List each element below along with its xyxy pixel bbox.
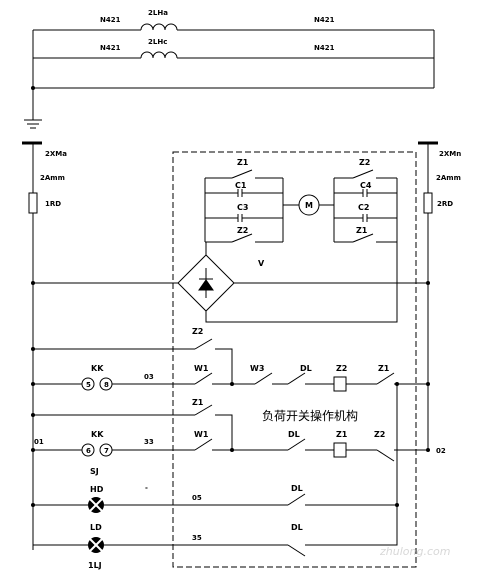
kk-2-left-terminal: [81, 443, 95, 457]
label-lh-c: 2LHc: [148, 38, 167, 46]
label-motor: M: [305, 201, 313, 210]
label-kk-2-left: 6: [86, 447, 91, 455]
label-bus-left: 2XMa: [45, 150, 67, 158]
label-w1-row1: W1: [194, 364, 209, 373]
label-fuse-right: 2RD: [437, 200, 453, 208]
mechanism-label: 负荷开关操作机构: [262, 408, 358, 423]
label-wire-03: 03: [144, 373, 154, 381]
label-kk-1: KK: [91, 364, 104, 373]
label-n421-mid-right: N421: [314, 44, 335, 52]
ct-coil-c: [140, 51, 178, 59]
label-wire-05: 05: [192, 494, 202, 502]
label-fuse-rating-left: 2Amm: [40, 174, 65, 182]
label-z1-row2: Z1: [192, 398, 204, 407]
label-n421-top-left: N421: [100, 16, 121, 24]
label-z1-top: Z1: [237, 158, 249, 167]
watermark: zhulong.com: [379, 545, 450, 558]
label-wire-01: 01: [34, 438, 44, 446]
label-1lj: 1LJ: [88, 561, 102, 570]
label-kk-2: KK: [91, 430, 104, 439]
mechanism-box: [172, 151, 417, 568]
z1-coil: [333, 442, 347, 458]
label-dl-ld: DL: [291, 523, 303, 532]
label-dl-row2: DL: [288, 430, 300, 439]
label-z2-coil: Z2: [336, 364, 347, 373]
label-z1-coil: Z1: [336, 430, 348, 439]
z2-coil: [333, 376, 347, 392]
label-c3: C3: [237, 203, 248, 212]
fuse-right: [423, 192, 433, 214]
label-dash-mark: -: [145, 484, 148, 492]
label-kk-2-right: 7: [104, 447, 109, 455]
label-z2-row2-end: Z2: [374, 430, 385, 439]
ground-symbol: [24, 119, 42, 129]
label-z2-row1: Z2: [192, 327, 203, 336]
label-sj: SJ: [90, 467, 99, 476]
label-wire-33: 33: [144, 438, 154, 446]
ld-lamp-icon: [88, 537, 104, 553]
label-bus-right: 2XMn: [439, 150, 461, 158]
label-wire-35: 35: [192, 534, 202, 542]
hd-lamp-icon: [88, 497, 104, 513]
kk-1-left-terminal: [81, 377, 95, 391]
label-w3-row1: W3: [250, 364, 264, 373]
label-lh-a: 2LHa: [148, 9, 168, 17]
junction-dots: [31, 86, 430, 507]
label-c2: C2: [358, 203, 369, 212]
label-dl-row1: DL: [300, 364, 312, 373]
label-z2-top: Z2: [359, 158, 370, 167]
label-fuse-rating-right: 2Amm: [436, 174, 461, 182]
label-fuse-left: 1RD: [45, 200, 61, 208]
label-c1: C1: [235, 181, 247, 190]
rectifier-diode: [198, 268, 214, 298]
ct-coil-a: [140, 23, 178, 31]
label-z2-mid: Z2: [237, 226, 248, 235]
label-dl-hd: DL: [291, 484, 303, 493]
motor-circuit: [204, 169, 398, 243]
label-w1-row2: W1: [194, 430, 209, 439]
top-loop: [32, 29, 435, 120]
label-n421-top-right: N421: [314, 16, 335, 24]
label-kk-1-left: 5: [86, 381, 91, 389]
label-kk-1-right: 8: [104, 381, 109, 389]
motor-symbol: [298, 194, 320, 216]
label-wire-02: 02: [436, 447, 446, 455]
label-v-bridge: V: [258, 259, 265, 268]
label-n421-mid-left: N421: [100, 44, 121, 52]
label-c4: C4: [360, 181, 372, 190]
label-ld: LD: [90, 523, 102, 532]
label-z1-row1-end: Z1: [378, 364, 390, 373]
label-hd: HD: [90, 485, 104, 494]
label-z1-mid: Z1: [356, 226, 368, 235]
fuse-left: [28, 192, 38, 214]
